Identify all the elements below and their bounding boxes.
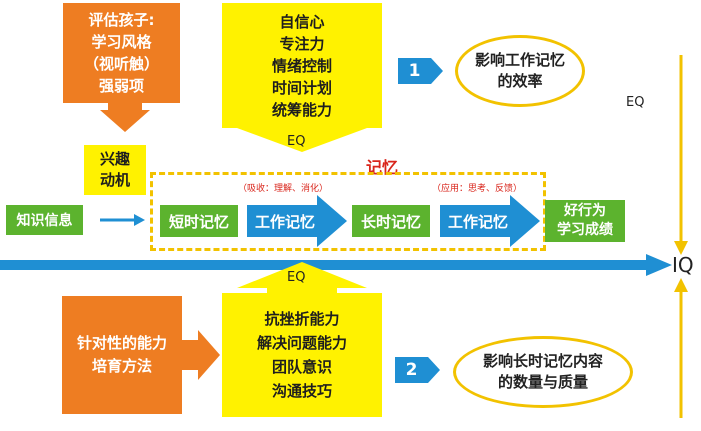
work-memory-arrow-2-icon bbox=[440, 195, 540, 247]
number-2: 2 bbox=[405, 360, 418, 380]
number-arrow-1-icon bbox=[398, 58, 443, 84]
eq-top-item: 自信心 bbox=[279, 12, 325, 31]
eq-bottom-item: 解决问题能力 bbox=[256, 334, 347, 352]
work-memory-arrow-1-icon bbox=[247, 195, 347, 247]
eq-bottom-box: 抗挫折能力 解决问题能力 团队意识 沟通技巧 bbox=[222, 293, 382, 417]
method-right-arrow-icon bbox=[180, 330, 220, 380]
iq-label: IQ bbox=[672, 253, 694, 277]
effect-2-ellipse: 影响长时记忆内容 的数量与质量 bbox=[453, 336, 633, 408]
eq-label-right: EQ bbox=[626, 95, 645, 110]
work-memory-2-label: 工作记忆 bbox=[447, 212, 508, 231]
long-memory-box: 长时记忆 bbox=[352, 205, 430, 237]
method-box: 针对性的能力 培育方法 bbox=[62, 296, 182, 414]
short-memory-box: 短时记忆 bbox=[160, 205, 238, 237]
effect-1-line: 影响工作记忆 bbox=[474, 51, 565, 69]
main-flow-arrow-icon bbox=[0, 254, 672, 276]
right-down-arrow-icon bbox=[674, 55, 688, 255]
method-line: 针对性的能力 bbox=[76, 334, 167, 352]
eq-label-bottom: EQ bbox=[287, 270, 306, 285]
eq-bottom-item: 团队意识 bbox=[271, 358, 332, 376]
eq-label-top: EQ bbox=[287, 134, 306, 149]
eq-down-arrow-icon bbox=[237, 120, 367, 152]
work-memory-1-label: 工作记忆 bbox=[254, 212, 315, 231]
eq-top-item: 情绪控制 bbox=[271, 56, 332, 75]
small-arrow-icon bbox=[100, 214, 145, 226]
effect-1-ellipse: 影响工作记忆 的效率 bbox=[455, 35, 585, 107]
eq-top-item: 专注力 bbox=[279, 34, 325, 53]
memory-region bbox=[150, 172, 546, 251]
eq-top-item: 统筹能力 bbox=[271, 100, 332, 119]
interest-line: 兴趣 bbox=[99, 150, 130, 168]
number-1: 1 bbox=[408, 61, 421, 81]
apply-note: （应用：思考、反馈） bbox=[432, 184, 523, 194]
right-up-arrow-icon bbox=[674, 278, 688, 418]
effect-2-line: 影响长时记忆内容 bbox=[482, 352, 603, 370]
knowledge-box: 知识信息 bbox=[6, 205, 83, 235]
assessment-line: 强弱项 bbox=[98, 77, 144, 95]
eq-top-item: 时间计划 bbox=[271, 78, 332, 97]
effect-2-line: 的数量与质量 bbox=[497, 373, 588, 391]
good-behavior-line: 好行为 bbox=[564, 203, 606, 219]
interest-box: 兴趣 动机 bbox=[84, 145, 146, 195]
down-arrow-icon bbox=[100, 100, 150, 132]
number-arrow-2-icon bbox=[395, 357, 440, 383]
assessment-line: 评估孩子: bbox=[88, 11, 155, 29]
eq-bottom-item: 沟通技巧 bbox=[271, 382, 332, 400]
assessment-box: 评估孩子: 学习风格 （视听触） 强弱项 bbox=[63, 3, 180, 103]
eq-bottom-item: 抗挫折能力 bbox=[264, 310, 340, 328]
eq-top-box: 自信心 专注力 情绪控制 时间计划 统筹能力 bbox=[222, 3, 382, 128]
assessment-line: （视听触） bbox=[83, 55, 159, 73]
good-behavior-box: 好行为 学习成绩 bbox=[545, 200, 625, 242]
absorb-note: （吸收：理解、消化） bbox=[238, 184, 329, 194]
method-line: 培育方法 bbox=[91, 357, 152, 375]
interest-line: 动机 bbox=[99, 171, 130, 189]
assessment-line: 学习风格 bbox=[91, 33, 152, 51]
good-behavior-line: 学习成绩 bbox=[557, 222, 613, 238]
effect-1-line: 的效率 bbox=[497, 72, 543, 90]
eq-up-arrow-icon bbox=[237, 262, 367, 298]
